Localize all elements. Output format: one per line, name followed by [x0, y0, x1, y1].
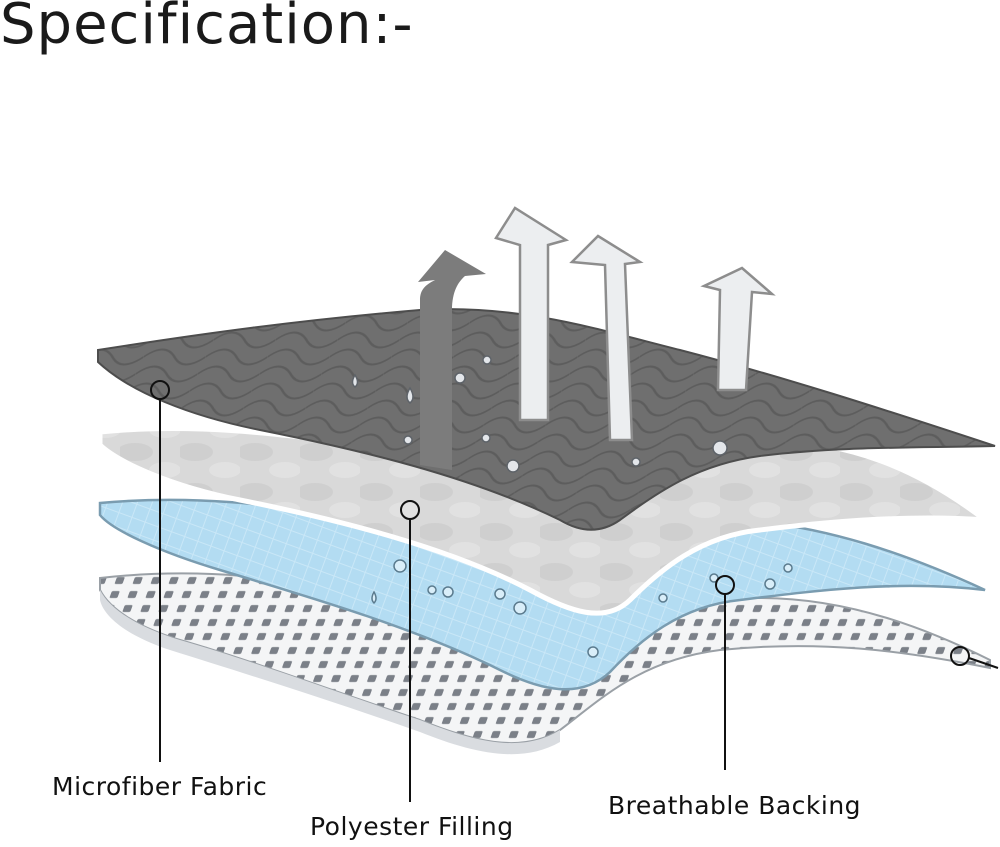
label-breathable-backing: Breathable Backing — [608, 791, 861, 820]
label-microfiber-fabric: Microfiber Fabric — [52, 772, 267, 801]
label-polyester-filling: Polyester Filling — [310, 812, 514, 841]
